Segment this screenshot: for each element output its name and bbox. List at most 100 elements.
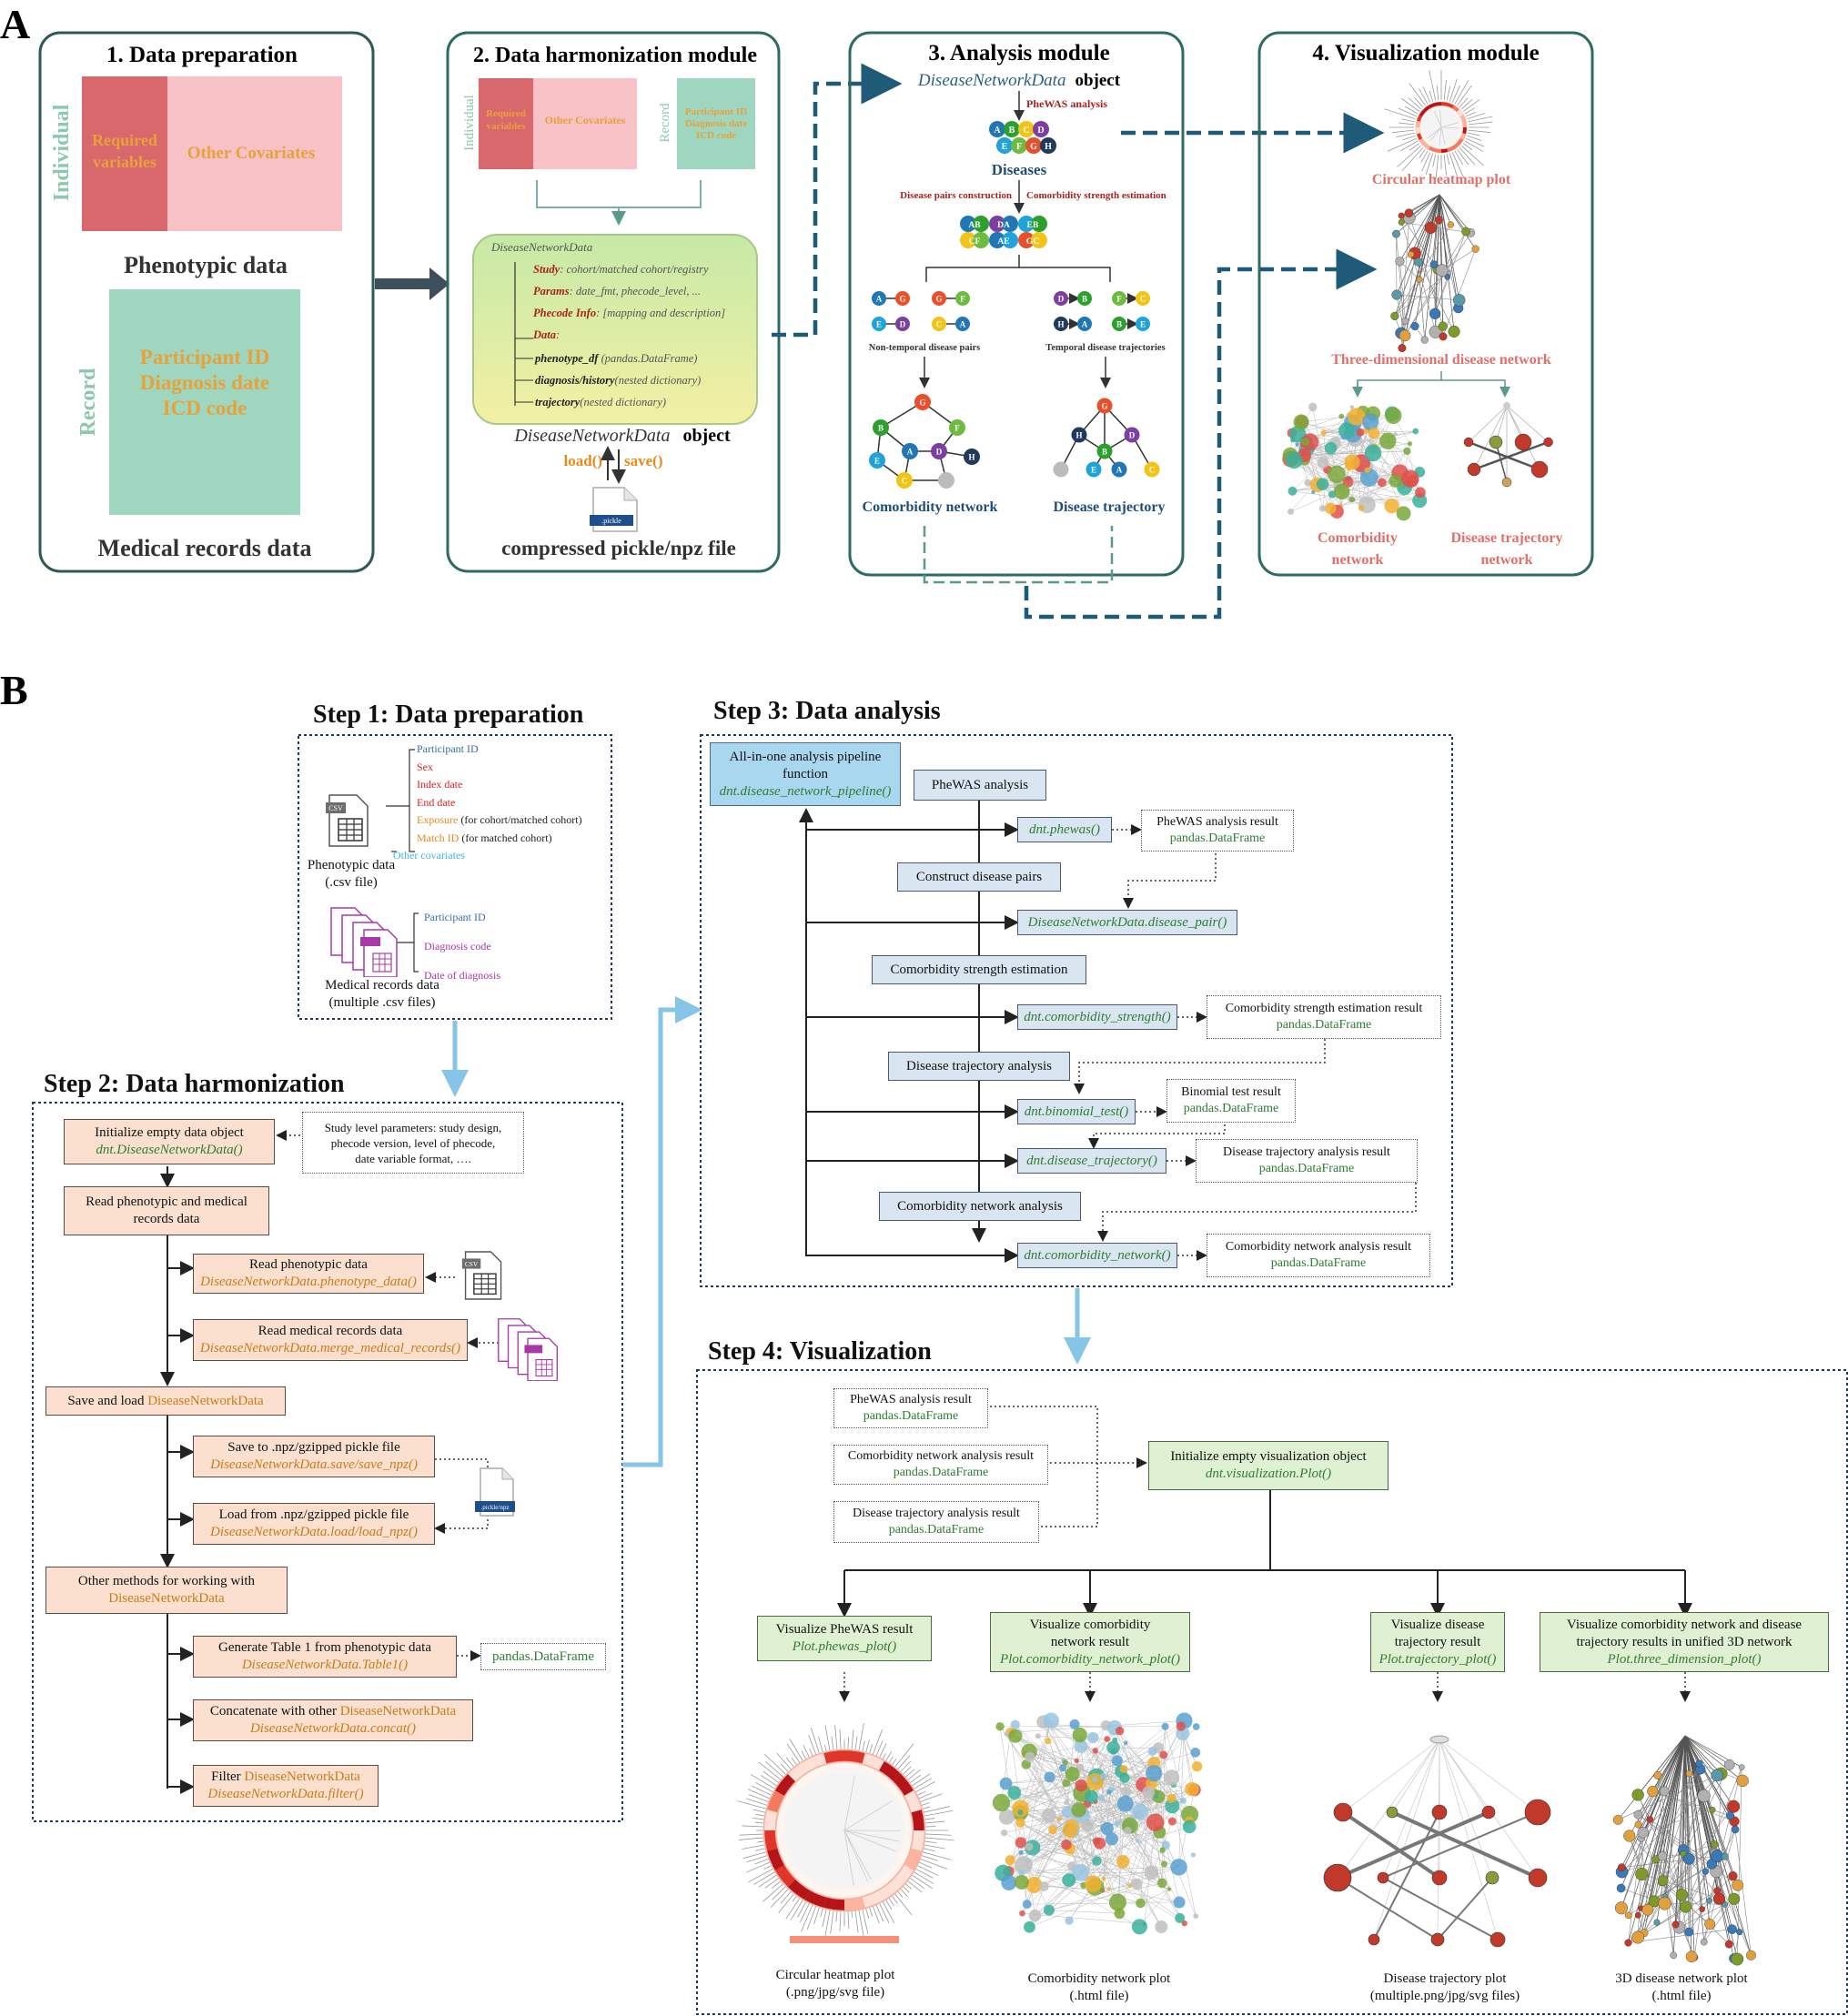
net3d-edge bbox=[1662, 1880, 1730, 1945]
viz-comorb-box[interactable]: Visualize comorbidity network result Plo… bbox=[990, 1612, 1190, 1672]
net3d-edge bbox=[1684, 1735, 1703, 1910]
bubble-node bbox=[1155, 1920, 1168, 1934]
svg-text:.pickle/npz: .pickle/npz bbox=[481, 1504, 510, 1511]
comorb-estimation-box[interactable]: Comorbidity strength estimation bbox=[872, 955, 1086, 984]
phewas-result-box: PheWAS analysis result pandas.DataFrame bbox=[1141, 810, 1294, 852]
step3-title: Step 3: Data analysis bbox=[713, 697, 941, 725]
mini-node bbox=[1054, 317, 1068, 331]
net3d-edge bbox=[1418, 261, 1426, 340]
mini-node bbox=[932, 317, 946, 331]
circ-label-line bbox=[893, 1890, 913, 1916]
med-caption: Medical records data (multiple .csv file… bbox=[313, 977, 451, 1012]
pheno-caption: Phenotypic data (.csv file) bbox=[297, 857, 406, 892]
step3-connectors bbox=[799, 801, 1019, 1263]
bubble-node bbox=[1116, 1795, 1134, 1812]
net3d-edge bbox=[1396, 194, 1440, 296]
viz-phewas-box[interactable]: Visualize PheWAS result Plot.phewas_plot… bbox=[757, 1616, 932, 1661]
step4-frame bbox=[696, 1369, 1848, 2015]
mini-node-label: E bbox=[1140, 320, 1146, 329]
circ-label-line bbox=[830, 1908, 834, 1934]
pheno-caption-line-1: Phenotypic data bbox=[307, 858, 396, 872]
read-data-box[interactable]: Read phenotypic and medical records data bbox=[64, 1186, 269, 1235]
circ-cell bbox=[764, 1830, 778, 1851]
mini-node bbox=[872, 291, 886, 306]
circ-label-line bbox=[1400, 140, 1419, 152]
concat-box[interactable]: Concatenate with other DiseaseNetworkDat… bbox=[193, 1699, 473, 1741]
save-load-box[interactable]: Save and load DiseaseNetworkData bbox=[45, 1386, 286, 1416]
filter-box[interactable]: Filter DiseaseNetworkData DiseaseNetwork… bbox=[193, 1765, 379, 1807]
circ-cell bbox=[767, 1790, 785, 1813]
viz-trajectory-box[interactable]: Visualize disease trajectory result Plot… bbox=[1370, 1612, 1505, 1672]
pair-node-a bbox=[960, 232, 976, 248]
read-both-line-2: records data bbox=[133, 1212, 200, 1226]
net3d-node bbox=[1711, 1769, 1724, 1782]
circ-label-line bbox=[1419, 88, 1429, 105]
traj-node bbox=[1111, 461, 1127, 478]
bubble-edge bbox=[1032, 1762, 1066, 1848]
circ-cell bbox=[823, 1750, 845, 1764]
bubble-node bbox=[1180, 1797, 1187, 1804]
circ-cell bbox=[911, 1830, 924, 1851]
net3d-edge bbox=[1641, 1735, 1686, 1909]
circ-label-line bbox=[818, 1736, 824, 1756]
circ-cell bbox=[1462, 126, 1467, 135]
net3d-node bbox=[1634, 1820, 1642, 1829]
pair-node-a bbox=[1018, 232, 1035, 248]
disease-pair-fn-box[interactable]: DiseaseNetworkData.disease_pair() bbox=[1017, 910, 1237, 935]
bubble-node bbox=[1014, 1856, 1033, 1875]
trajectory-fn-box[interactable]: dnt.disease_trajectory() bbox=[1017, 1148, 1166, 1174]
network-analysis-box[interactable]: Comorbidity network analysis bbox=[879, 1192, 1081, 1221]
traj-thumb-edge bbox=[1473, 405, 1508, 470]
step3-frame bbox=[700, 734, 1453, 1287]
trajectory-analysis-box[interactable]: Disease trajectory analysis bbox=[888, 1052, 1070, 1081]
net3d-node bbox=[1723, 1759, 1735, 1770]
viz-3d-box[interactable]: Visualize comorbidity network and diseas… bbox=[1540, 1612, 1829, 1672]
bubble-node bbox=[998, 1809, 1015, 1825]
read-pheno-box[interactable]: Read phenotypic data DiseaseNetworkData.… bbox=[193, 1254, 424, 1294]
bubble-edge bbox=[1072, 1830, 1141, 1904]
table1-box[interactable]: Generate Table 1 from phenotypic data Di… bbox=[193, 1636, 457, 1678]
circ-label-line bbox=[918, 1854, 939, 1861]
m2-record-field-2: ICD code bbox=[696, 130, 736, 141]
circ-label-line bbox=[1391, 129, 1415, 134]
network-fn-box[interactable]: dnt.comorbidity_network() bbox=[1017, 1243, 1177, 1268]
circ-inner-line bbox=[1440, 122, 1459, 128]
bubble-edge bbox=[1029, 1748, 1159, 1928]
circ-label-line bbox=[1461, 145, 1484, 166]
circ-label-line bbox=[881, 1899, 895, 1924]
net-node-label: A bbox=[907, 448, 914, 457]
disease-node-label: F bbox=[1016, 142, 1022, 152]
phewas-fn-box[interactable]: dnt.phewas() bbox=[1017, 817, 1112, 842]
other-methods-box[interactable]: Other methods for working with DiseaseNe… bbox=[45, 1567, 288, 1614]
bubble-node bbox=[1289, 426, 1307, 443]
mini-node-label: E bbox=[876, 320, 882, 329]
net-node bbox=[964, 449, 980, 465]
bubble-node bbox=[1018, 1850, 1024, 1855]
binomial-fn-box[interactable]: dnt.binomial_test() bbox=[1017, 1099, 1136, 1124]
init-viz-box[interactable]: Initialize empty visualization object dn… bbox=[1148, 1441, 1389, 1490]
pipeline-box[interactable]: All-in-one analysis pipeline function dn… bbox=[710, 742, 901, 806]
save-file-box[interactable]: Save to .npz/gzipped pickle file Disease… bbox=[193, 1436, 435, 1477]
mini-node bbox=[1112, 291, 1126, 306]
load-file-box[interactable]: Load from .npz/gzipped pickle file Disea… bbox=[193, 1503, 435, 1545]
bubble-node bbox=[1092, 1856, 1102, 1866]
step1-brackets bbox=[386, 749, 419, 973]
net3d-edge bbox=[1439, 194, 1476, 249]
net3d-node bbox=[1727, 1799, 1741, 1813]
circ-cell bbox=[1417, 133, 1423, 140]
traj-node-label: H bbox=[1075, 431, 1082, 440]
bubble-node bbox=[1081, 1819, 1094, 1832]
init-data-object-box[interactable]: Initialize empty data object dnt.Disease… bbox=[64, 1119, 275, 1164]
net3d-edge bbox=[1650, 1735, 1686, 1820]
net3d-edge bbox=[1404, 231, 1467, 336]
comorb-fn-box[interactable]: dnt.comorbidity_strength() bbox=[1017, 1004, 1177, 1030]
construct-pairs-box[interactable]: Construct disease pairs bbox=[897, 862, 1061, 892]
read-med-box[interactable]: Read medical records data DiseaseNetwork… bbox=[193, 1319, 468, 1361]
traj-plot-node bbox=[1431, 1804, 1448, 1820]
net3d-node bbox=[1653, 1770, 1662, 1779]
bubble-edge bbox=[1290, 469, 1328, 512]
bubble-node bbox=[1285, 451, 1303, 469]
phewas-step-box[interactable]: PheWAS analysis bbox=[914, 770, 1046, 801]
